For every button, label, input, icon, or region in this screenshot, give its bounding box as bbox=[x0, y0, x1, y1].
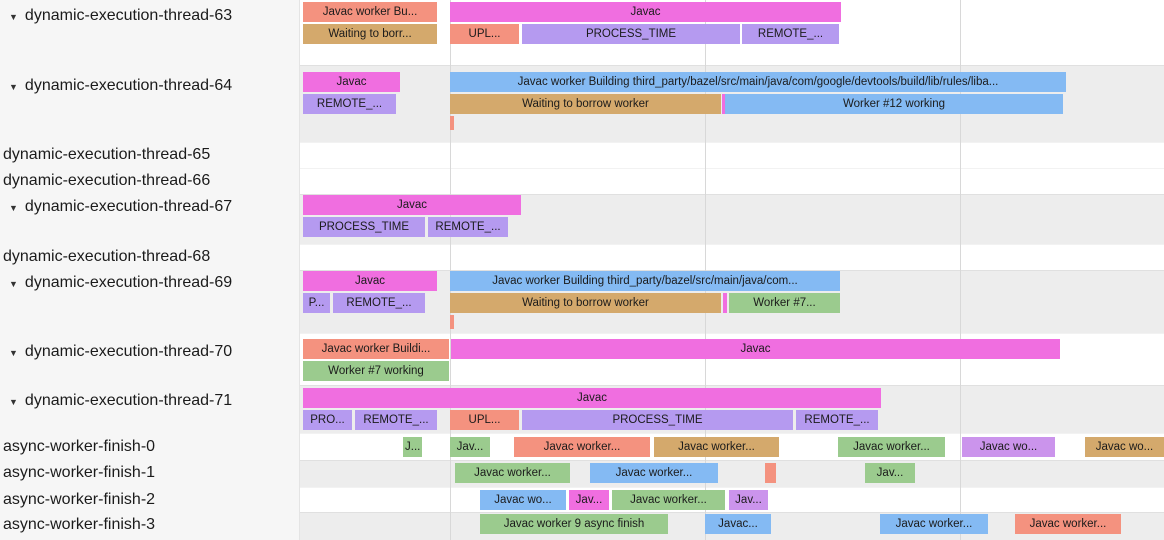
trace-slice[interactable]: Javac wo... bbox=[480, 490, 566, 510]
track-label-dynamic-execution-thread-67[interactable]: ▼ dynamic-execution-thread-67 bbox=[0, 196, 298, 218]
trace-slice[interactable]: Javac bbox=[303, 388, 881, 408]
track-dynamic-execution-thread-65: dynamic-execution-thread-65 bbox=[0, 142, 1164, 168]
track-expander-icon[interactable]: ▼ bbox=[9, 347, 18, 358]
track-label-dynamic-execution-thread-65[interactable]: dynamic-execution-thread-65 bbox=[0, 144, 301, 166]
trace-slice[interactable]: Javac worker... bbox=[514, 437, 650, 457]
trace-slice[interactable]: Javac worker... bbox=[612, 490, 725, 510]
trace-slice[interactable]: Waiting to borrow worker bbox=[450, 94, 721, 114]
trace-slice[interactable]: Jav... bbox=[450, 437, 490, 457]
trace-slice[interactable]: UPL... bbox=[450, 410, 519, 430]
trace-slice[interactable]: REMOTE_... bbox=[333, 293, 425, 313]
track-name-label: async-worker-finish-0 bbox=[3, 438, 156, 455]
track-name-label: dynamic-execution-thread-64 bbox=[24, 77, 233, 94]
trace-slice[interactable]: Waiting to borr... bbox=[303, 24, 437, 44]
timeline-gridline bbox=[450, 0, 451, 540]
trace-slice[interactable]: Javac worker Building third_party/bazel/… bbox=[450, 72, 1066, 92]
trace-slice[interactable]: REMOTE_... bbox=[796, 410, 878, 430]
track-expander-icon[interactable]: ▼ bbox=[9, 396, 18, 407]
trace-slice[interactable]: PRO... bbox=[303, 410, 352, 430]
trace-slice[interactable]: Jav... bbox=[865, 463, 915, 483]
trace-slice[interactable]: Worker #7... bbox=[729, 293, 840, 313]
trace-slice[interactable]: Javac worker 9 async finish bbox=[480, 514, 668, 534]
trace-slice[interactable]: Worker #12 working bbox=[725, 94, 1063, 114]
trace-slice[interactable]: Jav... bbox=[569, 490, 609, 510]
trace-slice[interactable] bbox=[723, 293, 727, 313]
trace-slice[interactable]: PROCESS_TIME bbox=[522, 24, 740, 44]
trace-slice[interactable]: PROCESS_TIME bbox=[522, 410, 793, 430]
track-name-label: dynamic-execution-thread-71 bbox=[24, 392, 233, 409]
track-label-dynamic-execution-thread-71[interactable]: ▼ dynamic-execution-thread-71 bbox=[0, 390, 298, 412]
trace-slice[interactable]: Javac bbox=[450, 2, 841, 22]
trace-slice[interactable]: Javac worker Building third_party/bazel/… bbox=[450, 271, 840, 291]
track-label-dynamic-execution-thread-63[interactable]: ▼ dynamic-execution-thread-63 bbox=[0, 5, 298, 27]
track-async-worker-finish-3: async-worker-finish-3 Javac worker 9 asyn… bbox=[0, 512, 1164, 540]
track-name-label: dynamic-execution-thread-67 bbox=[24, 198, 233, 215]
trace-slice[interactable]: REMOTE_... bbox=[355, 410, 437, 430]
track-name-label: dynamic-execution-thread-65 bbox=[3, 146, 211, 163]
track-dynamic-execution-thread-66: dynamic-execution-thread-66 bbox=[0, 168, 1164, 194]
trace-slice[interactable]: Javac worker... bbox=[654, 437, 779, 457]
trace-slice[interactable] bbox=[722, 94, 726, 114]
track-name-label: dynamic-execution-thread-70 bbox=[24, 343, 233, 360]
track-async-worker-finish-0: async-worker-finish-0 J... Jav... Javac wor… bbox=[0, 433, 1164, 460]
trace-slice[interactable]: Javac wo... bbox=[962, 437, 1055, 457]
track-name-label: dynamic-execution-thread-63 bbox=[24, 7, 233, 24]
track-name-label: async-worker-finish-2 bbox=[3, 491, 156, 508]
trace-slice[interactable]: Worker #7 working bbox=[303, 361, 449, 381]
track-expander-icon[interactable]: ▼ bbox=[9, 202, 18, 213]
track-name-label: dynamic-execution-thread-68 bbox=[3, 248, 211, 265]
trace-slice[interactable]: Javac worker Buildi... bbox=[303, 339, 449, 359]
trace-slice[interactable]: REMOTE_... bbox=[303, 94, 396, 114]
track-label-dynamic-execution-thread-68[interactable]: dynamic-execution-thread-68 bbox=[0, 246, 301, 268]
trace-slice[interactable]: Javac... bbox=[705, 514, 771, 534]
trace-slice[interactable]: Javac worker... bbox=[1015, 514, 1121, 534]
trace-slice[interactable]: Javac bbox=[303, 72, 400, 92]
track-label-dynamic-execution-thread-69[interactable]: ▼ dynamic-execution-thread-69 bbox=[0, 272, 298, 294]
track-label-async-worker-finish-2[interactable]: async-worker-finish-2 bbox=[0, 489, 301, 511]
track-label-dynamic-execution-thread-64[interactable]: ▼ dynamic-execution-thread-64 bbox=[0, 75, 298, 97]
trace-slice[interactable]: Waiting to borrow worker bbox=[450, 293, 721, 313]
trace-slice[interactable]: Javac bbox=[303, 271, 437, 291]
trace-slice[interactable]: Javac worker... bbox=[590, 463, 718, 483]
track-dynamic-execution-thread-63: ▼ dynamic-execution-thread-63 Javac worker… bbox=[0, 0, 1164, 65]
trace-slice[interactable]: Jav... bbox=[729, 490, 768, 510]
track-label-async-worker-finish-0[interactable]: async-worker-finish-0 bbox=[0, 436, 301, 458]
timeline-gridline bbox=[705, 0, 706, 540]
track-label-dynamic-execution-thread-70[interactable]: ▼ dynamic-execution-thread-70 bbox=[0, 341, 298, 363]
track-dynamic-execution-thread-68: dynamic-execution-thread-68 bbox=[0, 244, 1164, 270]
track-label-column bbox=[0, 0, 300, 540]
track-label-async-worker-finish-1[interactable]: async-worker-finish-1 bbox=[0, 462, 301, 484]
track-dynamic-execution-thread-70: ▼ dynamic-execution-thread-70 Javac worker… bbox=[0, 333, 1164, 385]
trace-slice[interactable] bbox=[450, 116, 454, 130]
trace-slice[interactable] bbox=[450, 315, 454, 329]
track-name-label: async-worker-finish-3 bbox=[3, 516, 156, 533]
track-name-label: dynamic-execution-thread-69 bbox=[24, 274, 233, 291]
track-label-async-worker-finish-3[interactable]: async-worker-finish-3 bbox=[0, 514, 301, 536]
trace-slice[interactable]: REMOTE_... bbox=[428, 217, 508, 237]
track-expander-icon[interactable]: ▼ bbox=[9, 81, 18, 92]
trace-slice[interactable]: PROCESS_TIME bbox=[303, 217, 425, 237]
trace-slice[interactable]: Javac bbox=[303, 195, 521, 215]
trace-slice[interactable]: UPL... bbox=[450, 24, 519, 44]
trace-slice[interactable]: Javac worker... bbox=[880, 514, 988, 534]
trace-slice[interactable]: J... bbox=[403, 437, 422, 457]
track-expander-icon[interactable]: ▼ bbox=[9, 278, 18, 289]
track-name-label: async-worker-finish-1 bbox=[3, 464, 156, 481]
track-async-worker-finish-1: async-worker-finish-1 Javac worker... Java… bbox=[0, 460, 1164, 487]
trace-slice[interactable]: REMOTE_... bbox=[742, 24, 839, 44]
trace-slice[interactable]: Javac bbox=[451, 339, 1060, 359]
trace-slice[interactable]: Javac worker... bbox=[838, 437, 945, 457]
trace-slice[interactable]: P... bbox=[303, 293, 330, 313]
trace-slice[interactable]: Javac worker... bbox=[455, 463, 570, 483]
trace-slice[interactable]: Javac wo... bbox=[1085, 437, 1164, 457]
trace-slice[interactable]: Javac worker Bu... bbox=[303, 2, 437, 22]
trace-slice[interactable] bbox=[765, 463, 776, 483]
track-label-dynamic-execution-thread-66[interactable]: dynamic-execution-thread-66 bbox=[0, 170, 301, 192]
timeline-gridline bbox=[960, 0, 961, 540]
track-expander-icon[interactable]: ▼ bbox=[9, 11, 18, 22]
track-name-label: dynamic-execution-thread-66 bbox=[3, 172, 211, 189]
